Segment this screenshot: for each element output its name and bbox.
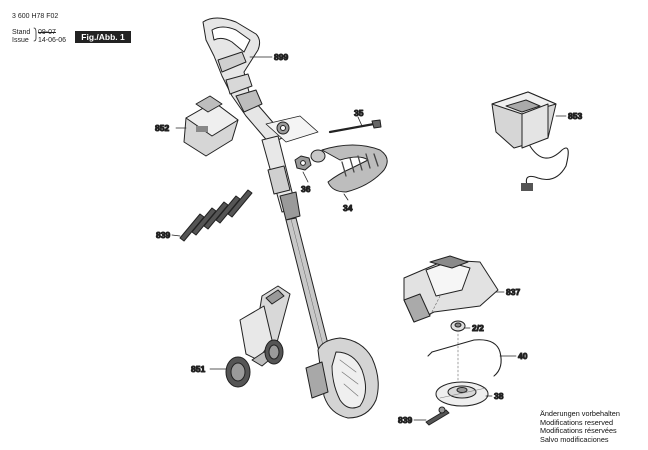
header-bracket: [33, 27, 37, 42]
stand-label: Stand: [12, 29, 31, 36]
nut-part: [294, 155, 312, 171]
bolt-part: [328, 119, 382, 134]
callout-guard: 837: [506, 287, 520, 297]
callout-spool-part: 2/2: [472, 323, 484, 333]
callout-wheel: 851: [191, 364, 205, 374]
note-french: Modifications réservées: [540, 426, 617, 436]
callout-battery: 852: [155, 123, 169, 133]
leader-nut: [302, 171, 309, 183]
assembly-lines: [429, 295, 459, 381]
main-handle-part: [202, 17, 283, 145]
document-number: 3 600 H78 F02: [12, 13, 59, 20]
callout-spool-cover: 38: [494, 391, 504, 401]
callout-blades-upper: 839: [156, 230, 170, 240]
callout-aux-handle: 34: [343, 203, 353, 213]
guard-part: [403, 255, 499, 323]
upper-shaft: [261, 135, 301, 221]
note-german: Änderungen vorbehalten: [540, 409, 620, 418]
callout-wire: 40: [518, 351, 528, 361]
leader-bolt: [357, 116, 363, 127]
figure-label-badge: Fig./Abb. 1: [75, 31, 131, 43]
issue-label: Issue: [12, 37, 29, 44]
spool-cover-part: [435, 381, 489, 407]
callout-handle: 899: [274, 52, 288, 62]
modification-notes: Änderungen vorbehalten Modifications res…: [540, 409, 620, 444]
charger-part: [491, 91, 569, 191]
callout-blade-lower: 839: [398, 415, 412, 425]
wire-part: [427, 339, 502, 377]
wheel-attachment-part: [225, 285, 291, 388]
auxiliary-handle-part: [310, 144, 388, 193]
battery-pack-part: [183, 95, 239, 157]
note-spanish: Salvo modificaciones: [540, 434, 609, 444]
note-english: Modifications reserved: [540, 417, 614, 427]
callout-charger: 853: [568, 111, 582, 121]
spare-blades-part: [179, 189, 253, 242]
spool-small-part: [450, 320, 466, 332]
issue-date: 14-06-06: [38, 37, 67, 44]
stand-date: 09-07: [38, 29, 56, 36]
leader-blades-upper: [171, 234, 181, 237]
blade-lower-part: [425, 406, 450, 426]
callout-bolt: 35: [354, 108, 364, 118]
leader-aux-handle: [343, 193, 349, 201]
pivot-joint: [265, 115, 319, 143]
motor-head: [305, 337, 379, 419]
callout-nut: 36: [301, 184, 311, 194]
lower-tube: [285, 217, 331, 356]
